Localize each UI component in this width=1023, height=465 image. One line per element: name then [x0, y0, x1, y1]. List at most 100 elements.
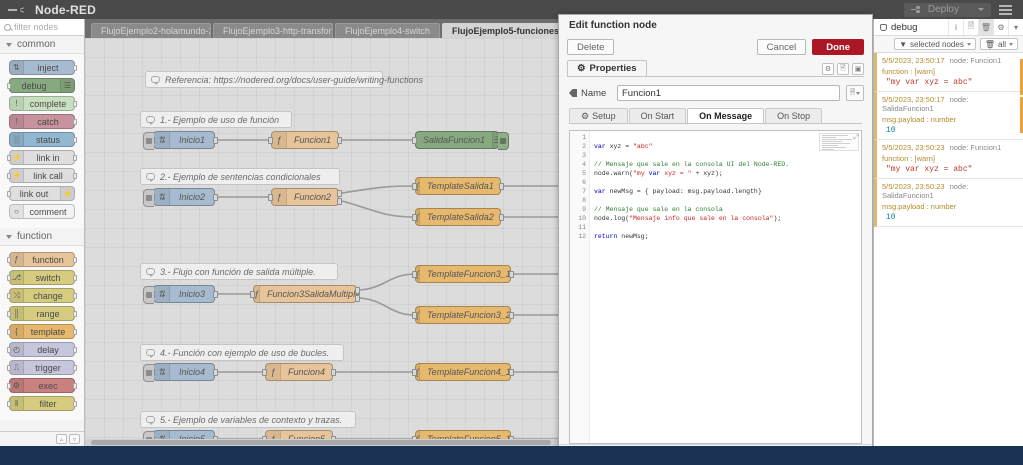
expand-editor-icon[interactable]: ⤢ — [853, 134, 859, 142]
flow-node-TemplateFuncion4_1[interactable]: {TemplateFuncion4_1 — [412, 363, 514, 381]
chevron-down-icon[interactable] — [978, 8, 984, 11]
input-port[interactable] — [268, 137, 273, 144]
category-header-function[interactable]: function — [0, 228, 84, 246]
input-port[interactable] — [7, 83, 11, 89]
palette-node-range[interactable]: ║range — [7, 306, 77, 321]
input-port[interactable] — [7, 275, 11, 281]
info-icon[interactable]: i — [948, 19, 963, 35]
palette-node-complete[interactable]: !complete — [9, 96, 77, 111]
code-tab-setup[interactable]: ⚙Setup — [569, 108, 628, 123]
code-line[interactable] — [594, 223, 861, 232]
input-port[interactable] — [412, 183, 417, 190]
output-port[interactable] — [355, 287, 360, 294]
copy-icon[interactable]: 🗎 — [963, 19, 978, 35]
code-line[interactable]: node.warn("my var xyz = " + xyz); — [594, 170, 723, 177]
palette-node-exec[interactable]: ⚙exec — [7, 378, 77, 393]
inject-trigger-button[interactable] — [143, 132, 154, 150]
output-port[interactable] — [73, 401, 77, 407]
input-port[interactable] — [7, 293, 11, 299]
canvas-comment-node[interactable]: 2.- Ejemplo de sentencias condicionales — [140, 168, 340, 185]
output-port[interactable] — [73, 347, 77, 353]
inject-trigger-button[interactable] — [143, 286, 154, 304]
palette-search[interactable]: filter nodes — [0, 19, 84, 36]
debug-toggle-button[interactable] — [498, 132, 509, 150]
output-port[interactable] — [73, 311, 77, 317]
main-menu-button[interactable] — [995, 4, 1015, 15]
output-port[interactable] — [73, 137, 77, 143]
output-port[interactable] — [499, 183, 504, 190]
done-button[interactable]: Done — [812, 39, 864, 55]
input-port[interactable] — [412, 271, 417, 278]
output-port[interactable] — [73, 257, 77, 263]
flow-node-Inicio3[interactable]: ⇅Inicio3 — [143, 285, 218, 304]
input-port[interactable] — [412, 369, 417, 376]
palette-node-change[interactable]: ⤨change — [7, 288, 77, 303]
input-port[interactable] — [7, 383, 11, 389]
flow-tab[interactable]: FlujoEjemplo4-switch — [335, 23, 441, 38]
settings-icon[interactable]: ⚙ — [822, 63, 834, 75]
input-port[interactable] — [7, 329, 11, 335]
output-port[interactable] — [509, 271, 514, 278]
output-port[interactable] — [337, 198, 342, 205]
palette-node-inject[interactable]: ⇅inject — [9, 60, 77, 75]
output-port[interactable] — [337, 190, 342, 197]
code-line[interactable]: node.log("Mensaje info que sale en la co… — [594, 215, 782, 222]
expand-all-button[interactable]: ▿ — [69, 434, 80, 444]
output-port[interactable] — [73, 365, 77, 371]
input-port[interactable] — [412, 312, 417, 319]
input-port[interactable] — [250, 291, 255, 298]
code-line[interactable]: var xyz = "abc" — [594, 143, 653, 150]
output-port[interactable] — [73, 383, 77, 389]
code-content[interactable]: var xyz = "abc" // Mensaje que sale en l… — [590, 131, 861, 443]
name-history-dropdown[interactable]: 🗎 — [846, 85, 864, 101]
flow-tab[interactable]: FlujoEjemplo5-funciones — [442, 23, 563, 38]
inject-trigger-button[interactable] — [143, 189, 154, 207]
canvas-horizontal-scrollbar[interactable] — [85, 439, 1023, 446]
input-port[interactable] — [412, 214, 417, 221]
code-line[interactable] — [594, 178, 861, 187]
code-line[interactable] — [594, 196, 861, 205]
output-port[interactable] — [213, 291, 218, 298]
flow-node-TemplateFuncion3_2[interactable]: {TemplateFuncion3_2 — [412, 306, 514, 324]
name-input[interactable]: Funcion1 — [617, 85, 840, 101]
output-port[interactable] — [331, 369, 336, 376]
output-port[interactable] — [73, 65, 77, 71]
flow-node-Inicio2[interactable]: ⇅Inicio2 — [143, 188, 218, 207]
filter-selected-nodes-button[interactable]: ▼ selected nodes — [894, 38, 976, 50]
code-tab-on-start[interactable]: On Start — [628, 108, 687, 123]
input-port[interactable] — [7, 311, 11, 317]
palette-node-link-call[interactable]: ⚡link call — [7, 168, 77, 183]
collapse-all-button[interactable]: ▵ — [56, 434, 67, 444]
flow-tab[interactable]: FlujoEjemplo2-holamundo-2 — [91, 23, 211, 38]
flow-node-SalidaFuncion1[interactable]: SalidaFuncion1☰ — [412, 131, 509, 150]
output-port[interactable] — [337, 137, 342, 144]
input-port[interactable] — [7, 191, 11, 197]
palette-node-catch[interactable]: !catch — [9, 114, 77, 129]
input-port[interactable] — [7, 347, 11, 353]
output-port[interactable] — [213, 137, 218, 144]
output-port[interactable] — [73, 329, 77, 335]
canvas-comment-node[interactable]: 5.- Ejemplo de variables de contexto y t… — [140, 411, 356, 428]
caret-down-icon[interactable]: ▾ — [1008, 19, 1023, 35]
code-tab-on-stop[interactable]: On Stop — [765, 108, 823, 123]
output-port[interactable] — [509, 312, 514, 319]
input-port[interactable] — [7, 401, 11, 407]
palette-node-switch[interactable]: ⎇switch — [7, 270, 77, 285]
input-port[interactable] — [262, 369, 267, 376]
flow-node-TemplateSalida2[interactable]: {TemplateSalida2 — [412, 208, 504, 226]
code-line[interactable]: // Mensaje que sale en la consola UI del… — [594, 161, 790, 168]
palette-node-template[interactable]: {template — [7, 324, 77, 339]
output-port[interactable] — [73, 101, 77, 107]
canvas-comment-node[interactable]: Referencia: https://nodered.org/docs/use… — [145, 71, 423, 88]
palette-node-status[interactable]: ░status — [9, 132, 77, 147]
flow-node-Inicio4[interactable]: ⇅Inicio4 — [143, 363, 218, 382]
palette-node-delay[interactable]: ◴delay — [7, 342, 77, 357]
input-port[interactable] — [268, 194, 273, 201]
appearance-icon[interactable]: ▣ — [852, 63, 864, 75]
